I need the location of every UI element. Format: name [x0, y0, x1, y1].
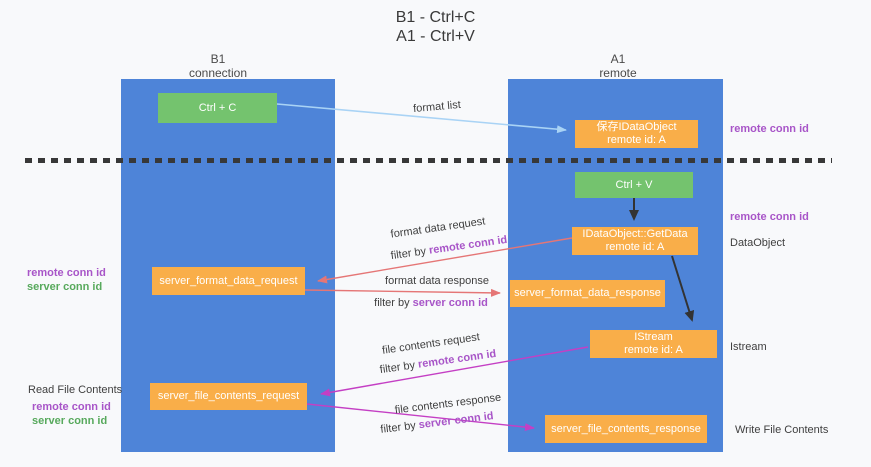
ctrl-v-label: Ctrl + V: [615, 178, 653, 191]
server-file-contents-request-label: server_file_contents_request: [157, 390, 300, 402]
ctrl-c-box: Ctrl + C: [158, 93, 277, 123]
left-conn-id-annotation-format: remote conn id server conn id: [27, 266, 106, 294]
right-column-header: A1 remote: [538, 52, 698, 80]
read-file-contents-annotation: Read File Contents: [28, 384, 123, 396]
idataobject-getdata-box: IDataObject::GetData remote id: A: [572, 227, 698, 255]
server-file-contents-request-box: server_file_contents_request: [150, 383, 307, 410]
format-data-request-label: format data request: [389, 215, 487, 241]
server-format-data-response-box: server_format_data_response: [510, 280, 665, 307]
save-idataobject-line2: remote id: A: [607, 134, 666, 146]
left-column-role: connection: [188, 66, 248, 80]
server-file-contents-response-box: server_file_contents_response: [545, 415, 707, 443]
remote-conn-id-text: remote conn id: [32, 401, 111, 413]
remote-conn-id-text: remote conn id: [27, 267, 106, 279]
format-data-response-label: format data response: [385, 275, 489, 287]
istream-annotation: Istream: [730, 341, 767, 353]
write-file-contents-annotation: Write File Contents: [735, 424, 829, 436]
istream-line1: IStream: [634, 331, 673, 343]
save-idataobject-line1: 保存IDataObject: [596, 121, 677, 133]
remote-conn-id-text: remote conn id: [417, 347, 497, 371]
getdata-line1: IDataObject::GetData: [582, 228, 688, 240]
server-conn-id-text: server conn id: [418, 410, 495, 432]
server-format-data-response-label: server_format_data_response: [514, 287, 661, 299]
remote-conn-id-text: remote conn id: [428, 233, 508, 257]
remote-conn-id-annotation-top: remote conn id: [730, 123, 809, 135]
save-idataobject-box: 保存IDataObject remote id: A: [575, 120, 698, 148]
format-list-label: format list: [412, 98, 462, 116]
getdata-line2: remote id: A: [605, 241, 665, 253]
server-conn-id-text: server conn id: [32, 415, 108, 427]
dashed-divider-line: [25, 158, 832, 163]
right-column-name: A1: [610, 52, 626, 66]
left-column-name: B1: [210, 52, 226, 66]
server-format-data-request-label: server_format_data_request: [159, 274, 298, 287]
title-line-1: B1 - Ctrl+C: [395, 9, 476, 26]
remote-conn-id-annotation-mid: remote conn id: [730, 211, 809, 223]
istream-box: IStream remote id: A: [590, 330, 717, 358]
server-conn-id-text: server conn id: [27, 281, 103, 293]
server-conn-id-text: server conn id: [412, 297, 488, 309]
diagram-title: B1 - Ctrl+C A1 - Ctrl+V: [0, 8, 871, 46]
title-line-2: A1 - Ctrl+V: [396, 28, 475, 45]
server-file-contents-response-label: server_file_contents_response: [551, 422, 701, 435]
right-column-role: remote: [599, 66, 637, 80]
server-format-data-request-box: server_format_data_request: [152, 267, 305, 295]
ctrl-v-box: Ctrl + V: [575, 172, 693, 198]
left-conn-id-annotation-file: remote conn id server conn id: [32, 400, 111, 428]
left-column-header: B1 connection: [138, 52, 298, 80]
filter-by-server-conn-id-label-1: filter by server conn id: [374, 297, 488, 309]
istream-line2: remote id: A: [624, 344, 683, 356]
dataobject-annotation: DataObject: [730, 237, 786, 249]
ctrl-c-label: Ctrl + C: [198, 101, 237, 114]
